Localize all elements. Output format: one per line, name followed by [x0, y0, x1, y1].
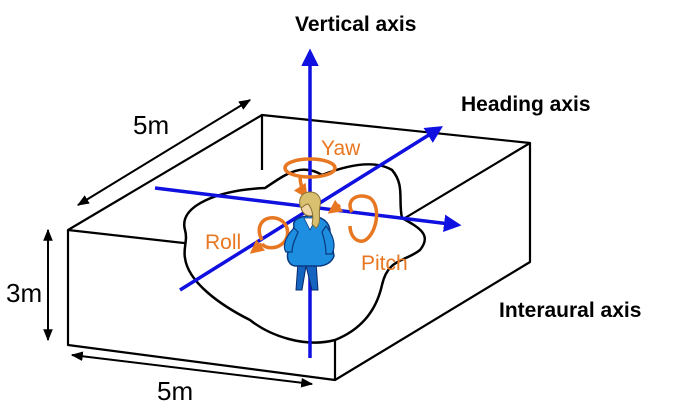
room-front-right-edges	[334, 143, 532, 381]
height-dimension-label: 3m	[6, 278, 43, 308]
person-figure	[283, 191, 335, 291]
pitch-rotation-arrow	[327, 199, 344, 214]
person-hair	[299, 191, 321, 229]
yaw-label: Yaw	[321, 137, 361, 160]
pitch-rotation-ring	[348, 194, 379, 243]
person-body	[286, 215, 335, 267]
yaw-rotation-ring	[283, 157, 337, 179]
pitch-label: Pitch	[361, 252, 408, 275]
depth-dimension-arrow	[76, 99, 252, 206]
width-dimension-label: 5m	[157, 376, 194, 406]
interaural-axis-label: Interaural axis	[499, 299, 642, 322]
depth-dimension-label: 5m	[133, 110, 170, 140]
heading-axis-label: Heading axis	[461, 93, 591, 116]
width-dimension-arrow	[70, 351, 314, 388]
roll-label: Roll	[205, 231, 242, 254]
person-arm-right	[321, 224, 335, 255]
person-arm-left	[283, 227, 299, 253]
roll-rotation-ring	[257, 216, 290, 250]
vertical-axis-label: Vertical axis	[295, 13, 417, 36]
roll-rotation-arrow	[249, 239, 266, 254]
